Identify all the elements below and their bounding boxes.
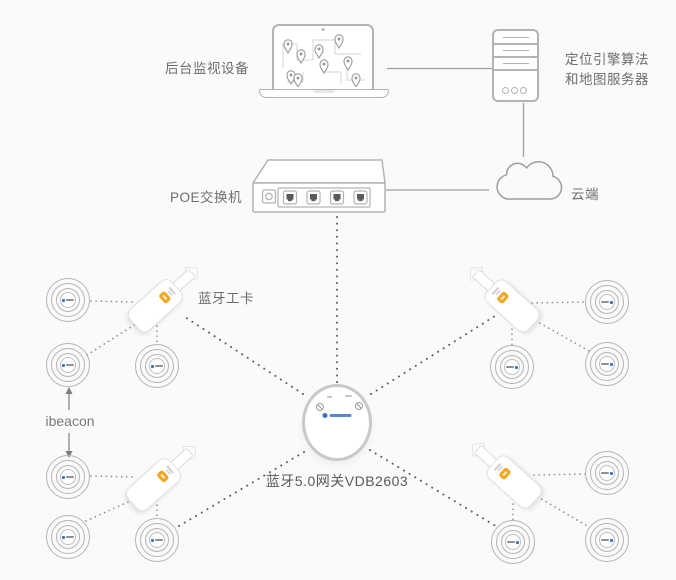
switch-top-face bbox=[252, 159, 386, 184]
link-gateway-cluster-bottomright bbox=[369, 449, 500, 529]
label-positioning-server-line2: 和地图服务器 bbox=[565, 71, 649, 87]
server-divider bbox=[494, 69, 537, 71]
ibeacon-node bbox=[585, 342, 629, 386]
link-beacon-badge bbox=[86, 321, 140, 356]
ibeacon-logo bbox=[149, 358, 165, 374]
label-cloud: 云端 bbox=[571, 187, 599, 202]
poe-switch bbox=[252, 159, 386, 213]
bluetooth-badge bbox=[113, 435, 203, 525]
switch-ports bbox=[282, 190, 368, 205]
server-divider bbox=[494, 43, 537, 45]
brand-logo-text bbox=[329, 413, 352, 418]
label-backend-monitor: 后台监视设备 bbox=[165, 61, 249, 76]
laptop-camera-dot bbox=[321, 28, 325, 31]
server-slot bbox=[502, 36, 529, 38]
map-pin-icons bbox=[283, 34, 361, 87]
link-gateway-cluster-bottomleft bbox=[178, 451, 305, 527]
label-poe-switch: POE交换机 bbox=[170, 190, 243, 205]
ibeacon-logo bbox=[504, 359, 520, 375]
ibeacon-node bbox=[46, 515, 90, 559]
ibeacon-node bbox=[490, 345, 534, 389]
arrowhead-up-icon bbox=[65, 387, 73, 394]
server-led bbox=[520, 87, 527, 94]
ibeacon-logo bbox=[60, 469, 76, 485]
ibeacon-node bbox=[135, 518, 179, 562]
server-led bbox=[502, 87, 509, 94]
ibeacon-node bbox=[46, 343, 90, 387]
ibeacon-node bbox=[46, 278, 90, 322]
ibeacon-node bbox=[585, 451, 629, 495]
link-gateway-badge-topright bbox=[370, 315, 496, 395]
bluetooth-badge bbox=[115, 256, 205, 346]
ethernet-port-icon bbox=[353, 190, 368, 205]
server-divider bbox=[494, 56, 537, 58]
screw-icon bbox=[316, 403, 324, 411]
server-tower bbox=[492, 29, 539, 102]
screw-icon bbox=[355, 402, 363, 410]
ethernet-port-icon bbox=[306, 190, 321, 205]
bluetooth-badge bbox=[464, 433, 554, 523]
gateway-marking bbox=[345, 395, 352, 397]
link-beacon-badge bbox=[533, 473, 586, 476]
ibeacon-logo bbox=[149, 532, 165, 548]
ethernet-port-icon bbox=[329, 190, 345, 205]
ethernet-port-icon bbox=[282, 190, 298, 205]
server-slot bbox=[502, 49, 529, 51]
ibeacon-logo bbox=[505, 534, 521, 550]
ibeacon-node bbox=[491, 520, 535, 564]
ibeacon-logo bbox=[60, 292, 76, 308]
switch-power-led bbox=[265, 192, 273, 201]
laptop-base bbox=[259, 89, 389, 98]
label-bluetooth-badge: 蓝牙工卡 bbox=[198, 291, 254, 306]
label-positioning-server: 定位引擎算法 和地图服务器 bbox=[565, 50, 649, 89]
ibeacon-logo bbox=[599, 465, 615, 481]
ibeacon-logo bbox=[60, 357, 76, 373]
label-gateway: 蓝牙5.0网关VDB2603 bbox=[265, 473, 409, 489]
switch-power-button bbox=[261, 189, 277, 204]
bluetooth-gateway bbox=[302, 384, 372, 461]
brand-logo-dot bbox=[322, 413, 328, 418]
link-beacon-badge bbox=[530, 317, 590, 352]
ibeacon-node bbox=[135, 344, 179, 388]
cloud-icon bbox=[496, 161, 563, 200]
ibeacon-node bbox=[585, 280, 629, 324]
ibeacon-node bbox=[46, 455, 90, 499]
brand-logo bbox=[322, 413, 352, 418]
switch-port-panel bbox=[277, 187, 371, 208]
ibeacon-logo bbox=[599, 532, 615, 548]
server-slot bbox=[502, 62, 529, 64]
gateway-marking bbox=[327, 396, 332, 398]
link-beacon-badge bbox=[85, 496, 140, 522]
laptop-monitor bbox=[272, 24, 374, 91]
bluetooth-badge bbox=[462, 257, 552, 347]
arrowhead-down-icon bbox=[65, 451, 73, 458]
link-beacon-badge bbox=[532, 493, 590, 528]
ibeacon-logo bbox=[60, 529, 76, 545]
server-led bbox=[511, 87, 518, 94]
link-gateway-badge-topleft bbox=[181, 314, 304, 395]
laptop-notch bbox=[313, 90, 335, 93]
ibeacon-logo bbox=[599, 294, 615, 310]
label-ibeacon: ibeacon bbox=[45, 413, 95, 429]
ibeacon-node bbox=[585, 518, 629, 562]
ibeacon-logo bbox=[599, 356, 615, 372]
floorplan-map-icon bbox=[282, 34, 365, 87]
label-positioning-server-line1: 定位引擎算法 bbox=[565, 52, 649, 67]
